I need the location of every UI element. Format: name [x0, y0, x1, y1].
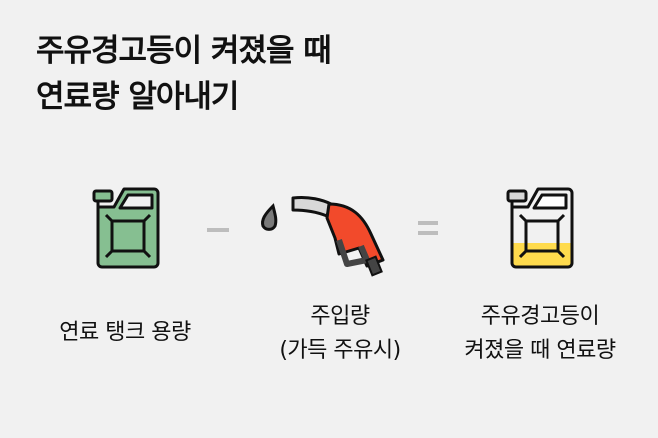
- equals-operator-bottom: [418, 231, 438, 235]
- page-title: 주유경고등이 켜졌을 때 연료량 알아내기: [36, 28, 332, 120]
- fuel-nozzle-icon: [261, 196, 385, 277]
- jerrycan-full-icon: [92, 187, 160, 269]
- remaining-fuel-label: 주유경고등이 켜졌을 때 연료량: [430, 300, 650, 368]
- label-line-2: (가득 주유시): [279, 338, 401, 363]
- title-line-2: 연료량 알아내기: [36, 79, 239, 115]
- label-line-2: 켜졌을 때 연료량: [464, 338, 616, 363]
- jerrycan-low-icon: [506, 187, 574, 269]
- label-line-1: 주입량: [310, 304, 370, 329]
- label-line-1: 주유경고등이: [480, 304, 600, 329]
- equals-operator-top: [418, 221, 438, 225]
- fuel-tank-capacity-label: 연료 탱크 용량: [15, 316, 235, 350]
- label-text: 연료 탱크 용량: [59, 320, 191, 345]
- title-line-1: 주유경고등이 켜졌을 때: [36, 33, 332, 69]
- minus-operator: [207, 228, 229, 232]
- refuel-amount-label: 주입량 (가득 주유시): [230, 300, 450, 368]
